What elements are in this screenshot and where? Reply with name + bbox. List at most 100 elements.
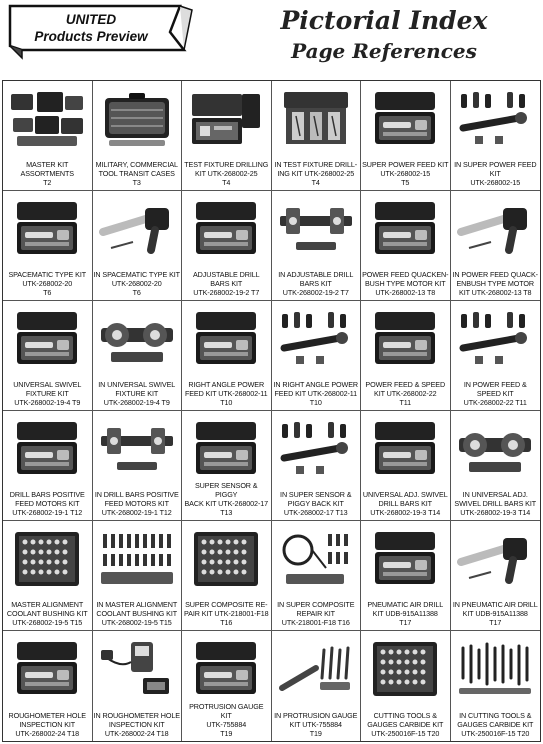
bushing-rack-icon <box>97 526 178 592</box>
caption-line: UTK-268002-19-3 T14 <box>460 508 531 517</box>
tool-case-icon <box>186 636 267 702</box>
banner-line-2: Products Preview <box>34 29 148 44</box>
caption-line: IN POWER FEED & <box>463 380 527 389</box>
caption-line: T2 <box>43 178 52 187</box>
banner-ribbon-icon <box>8 4 193 60</box>
tool-case-icon <box>7 306 88 372</box>
page-title: Pictorial Index Page References <box>234 6 534 64</box>
caption-line: POWER FEED QUACKEN- <box>362 270 449 279</box>
index-item[interactable]: IN TEST FIXTURE DRILL-ING KIT UTK-268002… <box>271 81 361 191</box>
index-item[interactable]: SUPER COMPOSITE RE-PAIR KIT UTK-218001-F… <box>182 521 272 631</box>
caption-line: IN ADJUSTABLE DRILL <box>278 270 354 279</box>
caption-line: UTK-755884 <box>206 720 247 729</box>
caption-line: COOLANT BUSHING KIT <box>6 609 88 618</box>
caption-line: UTK-268002-13 T8 <box>375 288 436 297</box>
tool-case-icon <box>365 306 446 372</box>
drill-bar-icon <box>97 416 178 482</box>
item-caption: SUPER COMPOSITE RE-PAIR KIT UTK-218001-F… <box>183 600 270 627</box>
caption-line: UTK-268002-19-4 T9 <box>14 398 81 407</box>
cutter-tools-icon <box>455 636 537 702</box>
caption-line: SPACEMATIC TYPE KIT <box>8 270 87 279</box>
drill-bar-icon <box>276 196 357 262</box>
caption-line: UTK-268002-19-2 T7 <box>193 288 260 297</box>
tool-case-icon <box>7 636 88 702</box>
caption-line: DRILL BARS KIT <box>378 499 433 508</box>
tool-case-icon <box>365 196 446 262</box>
caption-line: RIGHT ANGLE POWER <box>188 380 265 389</box>
caption-line: MASTER KIT <box>26 160 69 169</box>
caption-line: KIT UTK-755884 <box>289 720 343 729</box>
swivel-fixture-icon <box>97 306 178 372</box>
caption-line: IN SUPER COMPOSITE <box>277 600 355 609</box>
caption-line: ADJUSTABLE DRILL <box>192 270 260 279</box>
drill-motor-icon <box>455 196 537 262</box>
caption-line: T6 <box>132 288 141 297</box>
caption-line: PAIR KIT UTK-218001-F18 <box>183 609 269 618</box>
caption-line: DRILL BARS POSITIVE <box>9 490 85 499</box>
caption-line: IN PROTRUSION GAUGE <box>274 711 358 720</box>
caption-line: ENBUSH TYPE MOTOR <box>456 279 534 288</box>
caption-line: UTK-268002-20 <box>111 279 162 288</box>
caption-line: T4 <box>222 178 231 187</box>
caption-line: INSPECTION KIT <box>108 720 165 729</box>
caption-line: ROUGHOMETER HOLE <box>8 711 87 720</box>
swivel-fixture-icon <box>455 416 537 482</box>
caption-line: SPEED KIT <box>476 389 514 398</box>
caption-line: IN UNIVERSAL ADJ. <box>462 490 528 499</box>
caption-line: TOOL TRANSIT CASES <box>98 169 175 178</box>
tool-case-icon <box>7 416 88 482</box>
caption-line: TEST FIXTURE DRILLING <box>184 160 269 169</box>
caption-line: UTK-268002-15 <box>380 169 431 178</box>
caption-line: T3 <box>132 178 141 187</box>
caption-line: POWER FEED & SPEED <box>365 380 446 389</box>
caption-line: UTK-268002-24 T18 <box>104 729 169 738</box>
